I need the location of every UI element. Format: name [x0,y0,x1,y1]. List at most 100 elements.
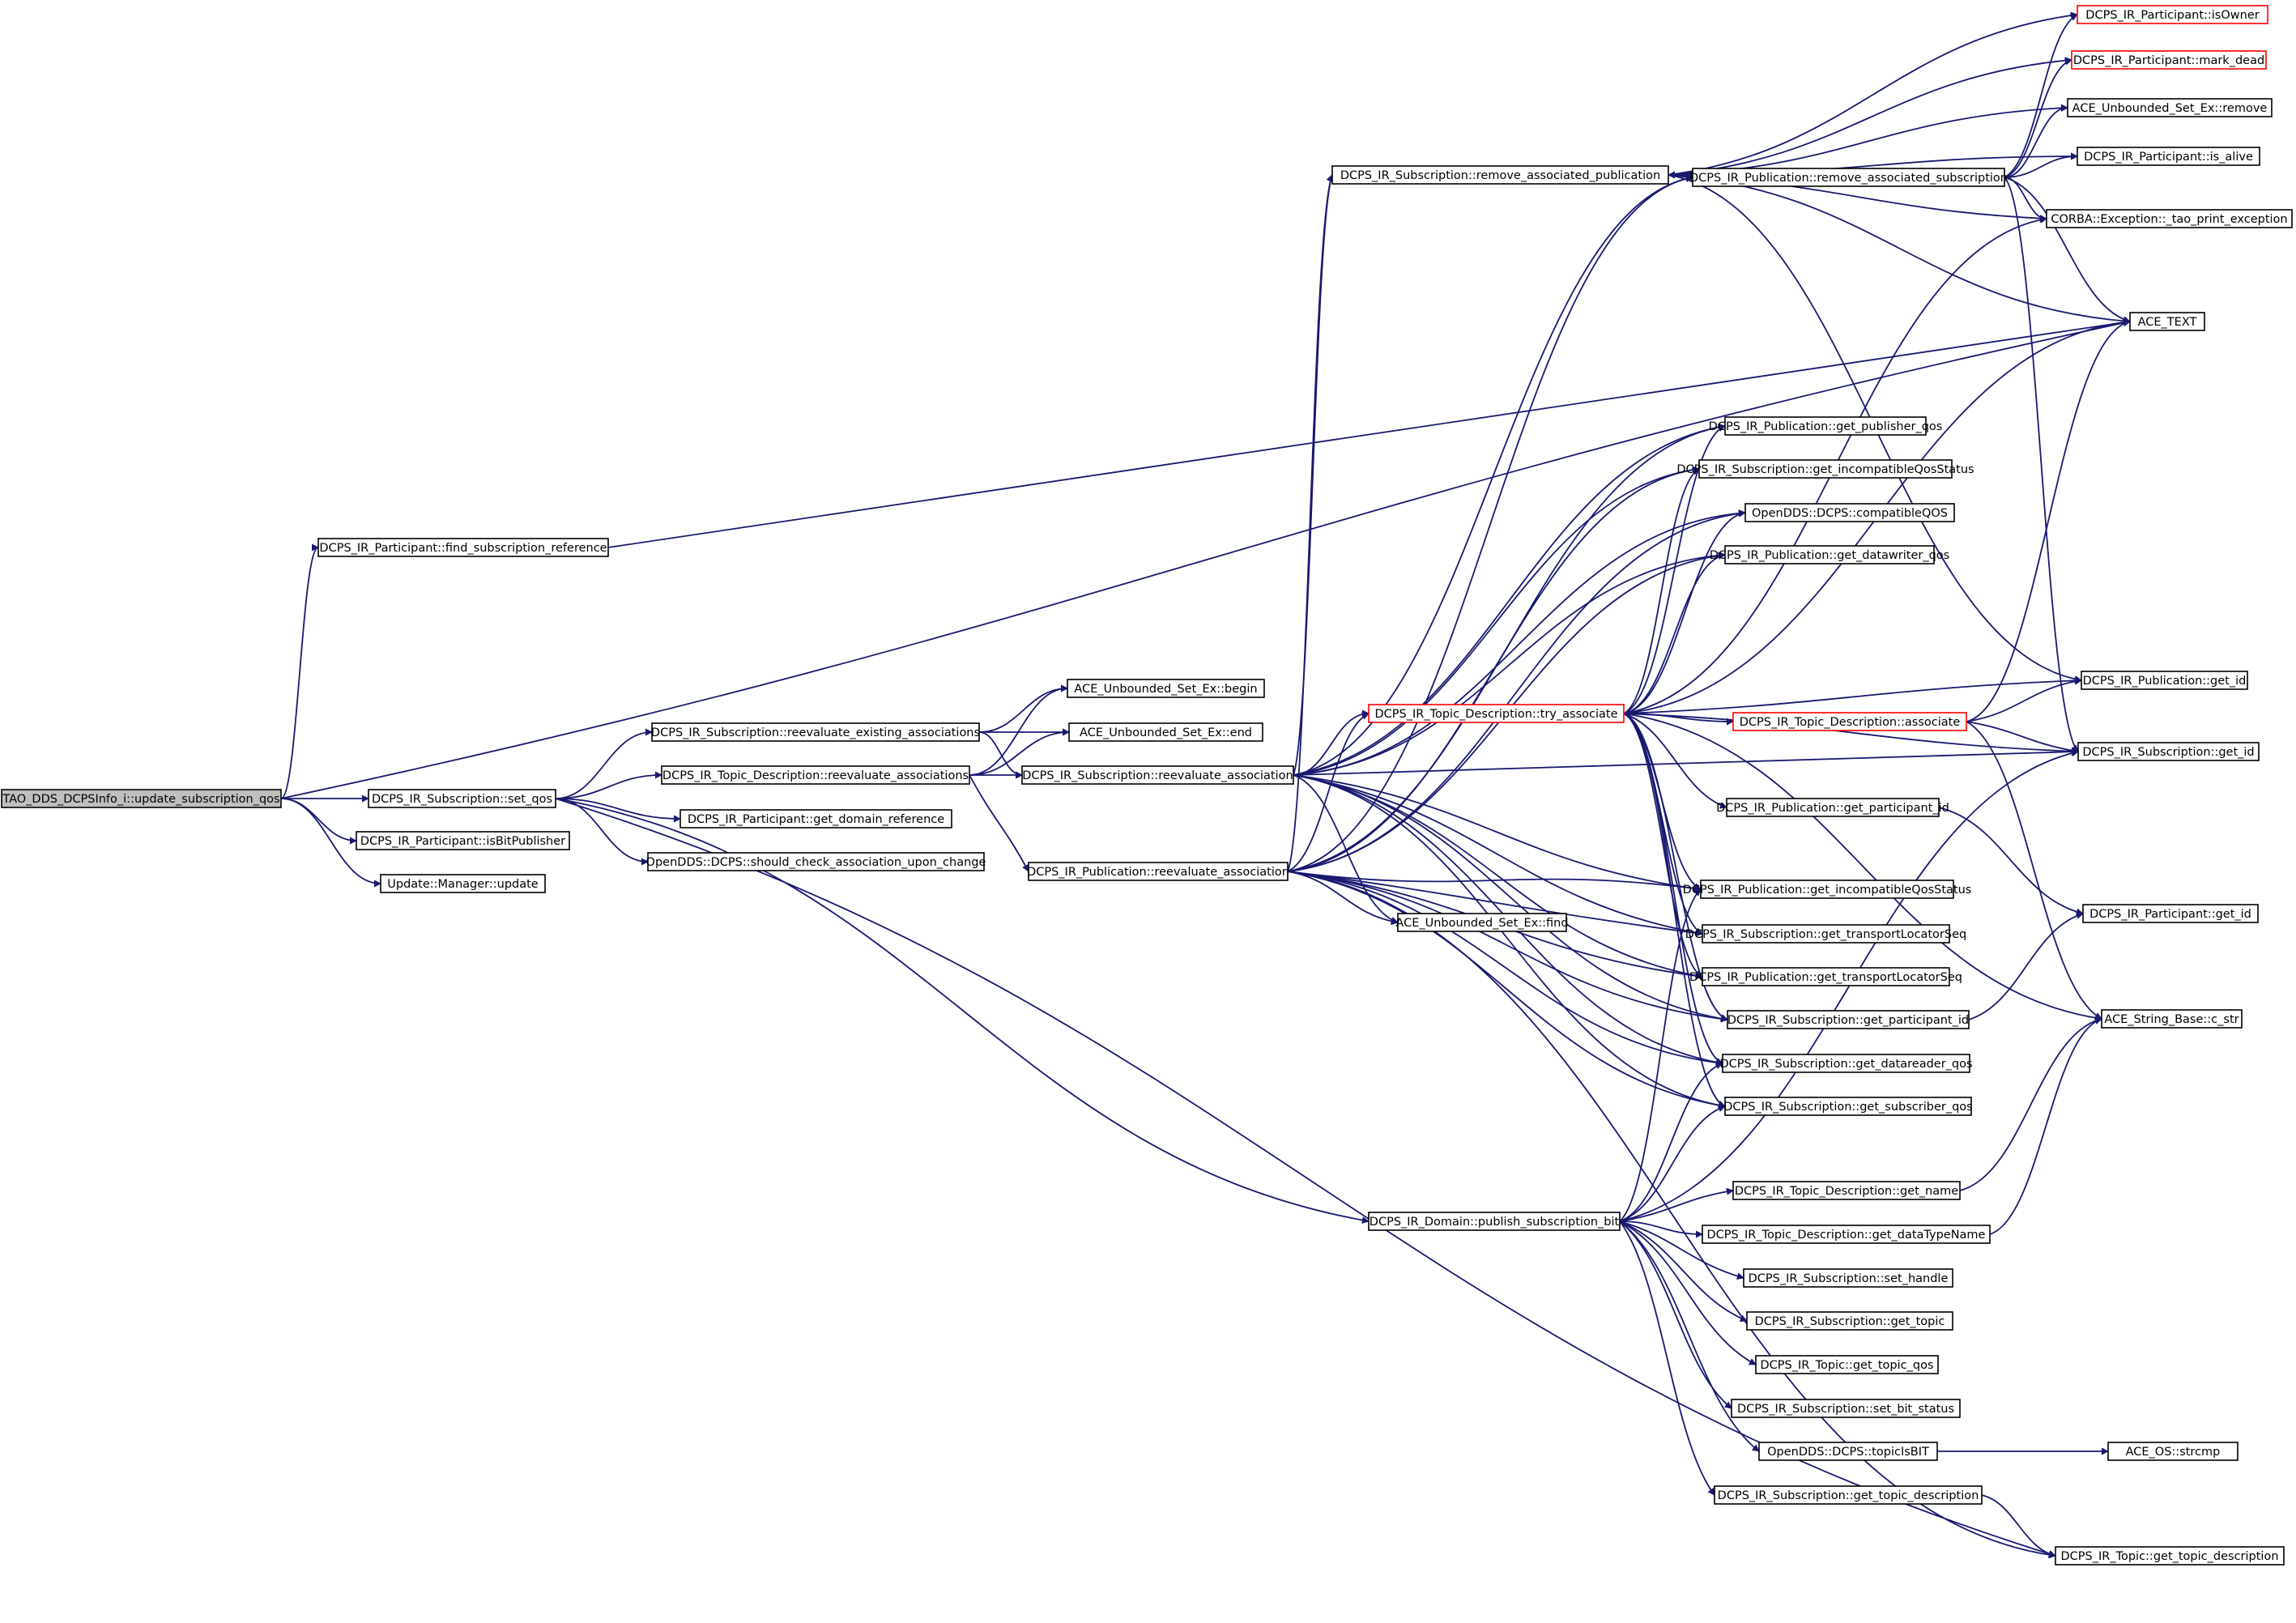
node-ace-begin[interactable]: ACE_Unbounded_Set_Ex::begin [1067,679,1265,698]
node-label: DCPS_IR_Participant::is_alive [2084,151,2253,164]
node-box [1724,416,1927,436]
node-root[interactable]: TAO_DDS_DCPSInfo_i::update_subscription_… [1,789,282,808]
edge-td_assoc-to-s_getid [1966,721,2079,755]
edge-dom_pub-to-td_dtn [1619,1220,1703,1238]
node-pub-getid[interactable]: DCPS_IR_Publication::get_id [2081,671,2248,690]
node-box [2101,1009,2243,1029]
node-s-gettopic[interactable]: DCPS_IR_Subscription::get_topic [1746,1311,1953,1331]
node-ace-find[interactable]: ACE_Unbounded_Set_Ex::find [1395,913,1569,932]
node-strcmp[interactable]: ACE_OS::strcmp [2107,1442,2238,1461]
node-p-find[interactable]: DCPS_IR_Participant::find_subscription_r… [317,538,609,557]
node-dom-pub[interactable]: DCPS_IR_Domain::publish_subscription_bit [1368,1212,1621,1231]
node-box [2077,742,2260,761]
node-label: DCPS_IR_Subscription::get_id [2082,746,2254,759]
node-pub-partid[interactable]: DCPS_IR_Publication::get_participant_id [1716,798,1949,817]
node-p-dom[interactable]: DCPS_IR_Participant::get_domain_referenc… [679,809,952,829]
node-box [1397,913,1567,932]
edge-td_try-to-s_getid [1623,713,2079,756]
node-label: DCPS_IR_Participant::isOwner [2085,9,2259,22]
node-td-assoc[interactable]: DCPS_IR_Topic_Description::associate [1732,712,1967,731]
nodes: TAO_DDS_DCPSInfo_i::update_subscription_… [1,5,2293,1565]
node-acetext[interactable]: ACE_TEXT [2129,312,2205,331]
edge-td_try-to-compat [1623,509,1746,714]
node-subqos[interactable]: DCPS_IR_Subscription::get_subscriber_qos [1723,1097,1973,1116]
node-s-setbit[interactable]: DCPS_IR_Subscription::set_bit_status [1731,1399,1961,1418]
node-label: DCPS_IR_Subscription::get_participant_id [1727,1014,1969,1027]
node-label: DCPS_IR_Publication::get_datawriter_qos [1710,549,1949,562]
node-ace-remove[interactable]: ACE_Unbounded_Set_Ex::remove [2067,98,2273,117]
node-s-sethandle[interactable]: DCPS_IR_Subscription::set_handle [1743,1268,1953,1288]
node-cstr[interactable]: ACE_String_Base::c_str [2101,1009,2243,1029]
node-corba[interactable]: CORBA::Exception::_tao_print_exception [2046,209,2293,228]
node-label: DCPS_IR_Participant::isBitPublisher [360,835,565,848]
node-label: ACE_Unbounded_Set_Ex::end [1080,726,1252,739]
edge-pub_partid-to-part_getid [1938,807,2084,916]
node-label: DCPS_IR_Topic_Description::reevaluate_as… [662,769,969,782]
node-box [651,722,980,742]
node-s-partid[interactable]: DCPS_IR_Subscription::get_participant_id [1727,1010,1970,1029]
node-td-reeval[interactable]: DCPS_IR_Topic_Description::reevaluate_as… [661,765,970,785]
edge-pub_reeval-to-ace_find [1287,871,1399,926]
edge-pub_reeval-to-td_try [1287,713,1370,872]
node-p-isbit[interactable]: DCPS_IR_Participant::isBitPublisher [356,831,570,850]
edge-s_reeval-to-pub_remove [1293,175,1693,776]
node-pubqos[interactable]: DCPS_IR_Publication::get_publisher_qos [1709,416,1943,436]
edge-root-to-acetext [280,319,2131,799]
node-s-reeval-ex[interactable]: DCPS_IR_Subscription::reevaluate_existin… [651,722,980,742]
node-part-getid[interactable]: DCPS_IR_Participant::get_id [2082,904,2259,923]
node-pub-remove[interactable]: DCPS_IR_Publication::remove_associated_s… [1689,168,2008,187]
edge-s_reeval-to-pub_incompat [1293,774,1702,892]
edge-td_reeval-to-pub_reeval [969,774,1029,872]
node-td-dtn[interactable]: DCPS_IR_Topic_Description::get_dataTypeN… [1702,1225,1991,1244]
edge-s_reeval-to-s_remove [1293,174,1334,776]
node-label: Update::Manager::update [387,878,539,891]
edge-pub_remove-to-s_remove [1668,171,1693,179]
edge-pub_reeval-to-pub_remove [1287,175,1693,872]
node-td-name[interactable]: DCPS_IR_Topic_Description::get_name [1732,1181,1961,1200]
node-label: DCPS_IR_Participant::find_subscription_r… [319,542,607,555]
node-box [1698,459,1953,479]
node-s-remove[interactable]: DCPS_IR_Subscription::remove_associated_… [1331,165,1669,185]
node-label: DCPS_IR_Topic_Description::associate [1740,716,1961,729]
edge-s_reeval-to-ace_find [1293,774,1399,924]
node-markdead[interactable]: DCPS_IR_Participant::mark_dead [2071,50,2267,70]
node-pub-incompat[interactable]: DCPS_IR_Publication::get_incompatibleQos… [1683,880,1972,899]
node-label: DCPS_IR_Topic_Description::get_name [1735,1185,1958,1198]
edge-dom_pub-to-topicisbit [1619,1220,1760,1452]
node-label: OpenDDS::DCPS::compatibleQOS [1752,507,1948,520]
node-pub-tls[interactable]: DCPS_IR_Publication::get_transportLocato… [1689,967,1962,986]
node-upd[interactable]: Update::Manager::update [380,874,546,893]
node-drqos[interactable]: DCPS_IR_Subscription::get_datareader_qos [1719,1054,1973,1073]
node-ace-end[interactable]: ACE_Unbounded_Set_Ex::end [1068,722,1263,742]
node-compat[interactable]: OpenDDS::DCPS::compatibleQOS [1744,503,1955,522]
node-box [1731,1399,1961,1418]
edge-pub_reeval-to-s_tls [1287,871,1703,937]
node-label: DCPS_IR_Subscription::set_handle [1749,1272,1949,1285]
node-label: OpenDDS::DCPS::topicIsBIT [1767,1446,1929,1459]
node-s-tls[interactable]: DCPS_IR_Subscription::get_transportLocat… [1685,924,1966,944]
node-isowner[interactable]: DCPS_IR_Participant::isOwner [2077,5,2268,24]
edge-dom_pub-to-s_sethandle [1619,1220,1744,1280]
node-should[interactable]: OpenDDS::DCPS::should_check_association_… [646,852,986,871]
node-box [679,809,952,829]
node-topicisbit[interactable]: OpenDDS::DCPS::topicIsBIT [1758,1442,1938,1461]
node-s-reeval[interactable]: DCPS_IR_Subscription::reevaluate_associa… [1021,765,1294,785]
node-box [1368,704,1625,723]
node-label: DCPS_IR_Subscription::get_incompatibleQo… [1676,463,1974,476]
node-label: DCPS_IR_Publication::get_participant_id [1716,802,1949,815]
node-dwqos[interactable]: DCPS_IR_Publication::get_datawriter_qos [1710,545,1949,564]
edge-s_reeval-to-s_tls [1293,774,1703,937]
node-s-getid[interactable]: DCPS_IR_Subscription::get_id [2077,742,2260,761]
node-pub-reeval[interactable]: DCPS_IR_Publication::reevaluate_associat… [1027,862,1289,881]
node-t-gettd[interactable]: DCPS_IR_Topic::get_topic_description [2055,1546,2285,1565]
node-t-qos[interactable]: DCPS_IR_Topic::get_topic_qos [1755,1355,1939,1374]
node-isalive[interactable]: DCPS_IR_Participant::is_alive [2077,147,2260,166]
node-box [1692,168,2005,187]
node-s-incompat[interactable]: DCPS_IR_Subscription::get_incompatibleQo… [1676,459,1974,479]
node-s-setqos[interactable]: DCPS_IR_Subscription::set_qos [368,789,556,808]
node-label: DCPS_IR_Subscription::set_qos [372,793,552,806]
node-td-try[interactable]: DCPS_IR_Topic_Description::try_associate [1368,704,1625,723]
edge-pub_reeval-to-s_incompat [1287,466,1700,872]
node-s-gettd[interactable]: DCPS_IR_Subscription::get_topic_descript… [1714,1485,1983,1505]
